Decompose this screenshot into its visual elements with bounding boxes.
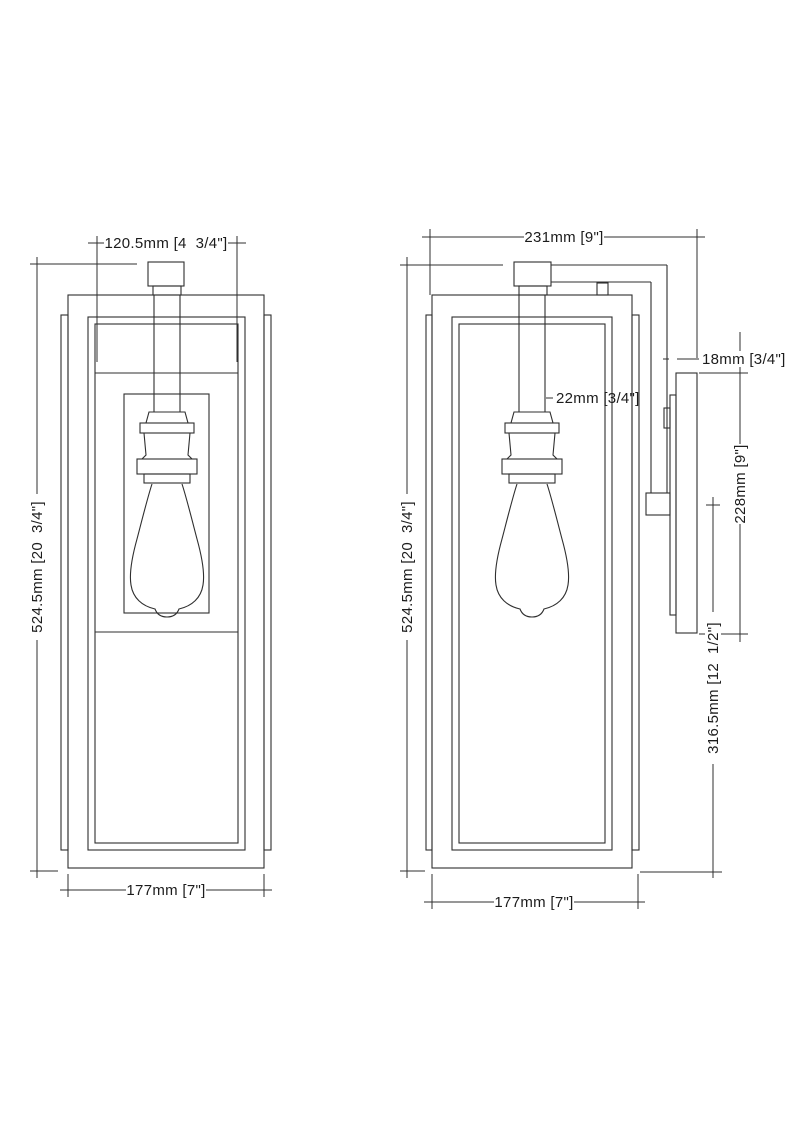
side-left-fin [425,314,433,851]
side-lamp-socket [501,411,563,484]
socket-ring [143,473,191,484]
dim-text-backplate-height: 228mm [9"] [732,444,749,523]
front-inner-frame-outer [87,316,246,851]
dim-text-front-width: 177mm [7"] [126,882,205,899]
dim-front-overall-height [30,257,137,878]
dim-text-side-overall-height: 524.5mm [20 3/4"] [399,501,416,633]
wall-backplate [663,372,698,634]
socket-collar [510,411,554,424]
backplate-small-block [663,407,671,429]
dim-text-backplate-thickness: 18mm [3/4"] [702,351,786,368]
socket-band-lower [136,458,198,475]
front-mount-cap [147,261,185,287]
socket-band-upper [139,422,195,434]
dim-text-side-width: 177mm [7"] [494,894,573,911]
arm-elbow-block [645,492,671,516]
socket-cup [505,432,559,460]
socket-band-upper [504,422,560,434]
label-front-width: 177mm [7"] [126,882,206,899]
label-front-overall-height: 524.5mm [20 3/4"] [29,494,46,640]
label-side-overall-height: 524.5mm [20 3/4"] [399,494,416,640]
front-edison-bulb-outline [129,483,205,618]
backplate-bracket-strip [669,394,677,616]
side-right-fin [631,314,640,851]
socket-cup [140,432,194,460]
front-outer-frame [67,294,265,869]
side-view [425,261,698,869]
dimension-labels: 120.5mm [4 3/4"] 231mm [9"] 524.5mm [20 … [29,229,786,911]
side-mount-cap-neck [518,285,548,296]
front-inner-frame-inner [94,323,239,844]
dim-side-projection [422,229,705,358]
socket-collar [145,411,189,424]
dimension-lines [30,229,748,909]
side-edison-bulb-outline [494,483,570,618]
label-backplate-thickness: 18mm [3/4"] [700,351,786,368]
dim-text-stem-diameter: 22mm [3/4"] [556,390,640,407]
dim-text-mount-to-bottom: 316.5mm [12 1/2"] [705,622,722,754]
socket-band-lower [501,458,563,475]
side-mount-cap [513,261,552,287]
label-mount-to-bottom: 316.5mm [12 1/2"] [705,612,722,764]
dim-text-front-overall-height: 524.5mm [20 3/4"] [29,501,46,633]
label-front-inner-width: 120.5mm [4 3/4"] [104,235,228,252]
dim-text-front-inner-width: 120.5mm [4 3/4"] [105,235,228,252]
label-backplate-height: 228mm [9"] [732,444,749,524]
front-mount-cap-neck [152,285,182,296]
side-inner-frame-inner [458,323,606,844]
front-right-fin [263,314,272,851]
wall-mount-arm [551,264,671,516]
front-lamp-socket [136,411,198,484]
socket-ring [508,473,556,484]
front-view [60,261,272,869]
backplate-plate [675,372,698,634]
side-outer-frame [431,294,633,869]
dim-front-inner-width [88,236,246,362]
dim-text-side-projection: 231mm [9"] [524,229,603,246]
front-left-fin [60,314,69,851]
side-inner-frame-outer [451,316,613,851]
label-side-projection: 231mm [9"] [524,229,604,246]
label-side-width: 177mm [7"] [494,894,574,911]
front-backplate [123,393,210,614]
arm-connector-block [596,282,609,296]
